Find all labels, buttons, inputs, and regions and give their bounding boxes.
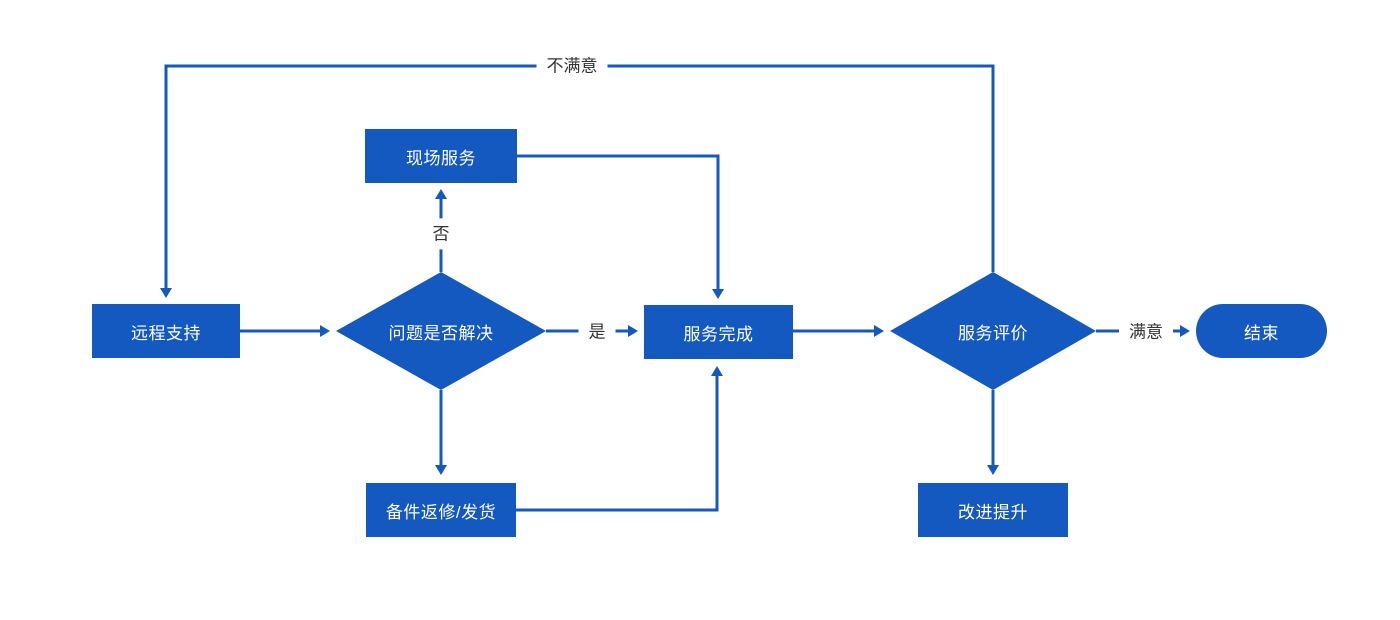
edge-evaluation-to-remote bbox=[164, 64, 995, 288]
arrowhead-into-improvement bbox=[987, 465, 999, 475]
node-onsite-service: 现场服务 bbox=[365, 129, 517, 183]
node-remote-support: 远程支持 bbox=[92, 304, 240, 358]
arrowhead-into-complete-left bbox=[628, 325, 638, 337]
arrowhead-into-complete-bottom bbox=[711, 366, 723, 376]
edge-onsite-to-complete bbox=[517, 154, 720, 289]
edge-label-unsatisfied: 不满意 bbox=[536, 50, 608, 82]
node-improvement: 改进提升 bbox=[918, 483, 1068, 537]
arrowhead-into-decision bbox=[320, 325, 330, 337]
edge-spare-to-complete bbox=[516, 376, 719, 512]
node-service-complete: 服务完成 bbox=[644, 305, 793, 359]
arrowhead-into-end bbox=[1180, 325, 1190, 337]
arrowhead-into-spare bbox=[435, 465, 447, 475]
node-spare-parts: 备件返修/发货 bbox=[366, 483, 516, 537]
edge-label-yes: 是 bbox=[578, 316, 616, 348]
arrowhead-into-complete-top bbox=[712, 289, 724, 299]
edge-label-no: 否 bbox=[422, 218, 460, 250]
edge-label-satisfied: 满意 bbox=[1119, 316, 1173, 348]
arrowhead-into-evaluation bbox=[874, 325, 884, 337]
node-end: 结束 bbox=[1196, 304, 1327, 358]
arrowhead-into-onsite bbox=[435, 189, 447, 199]
arrowhead-into-remote bbox=[160, 288, 172, 298]
